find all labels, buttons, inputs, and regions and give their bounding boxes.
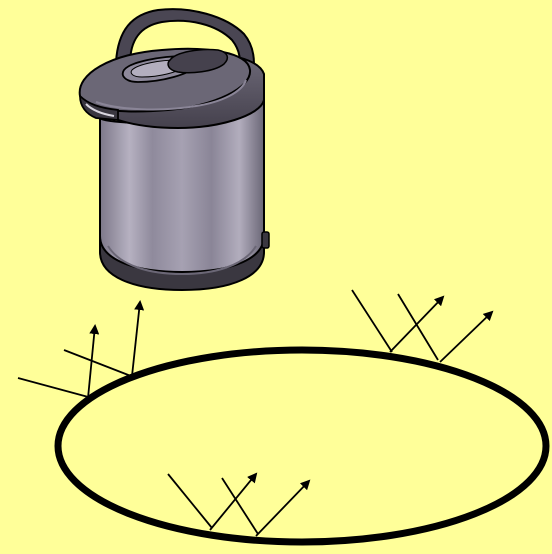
pot-side-button: [262, 232, 269, 248]
